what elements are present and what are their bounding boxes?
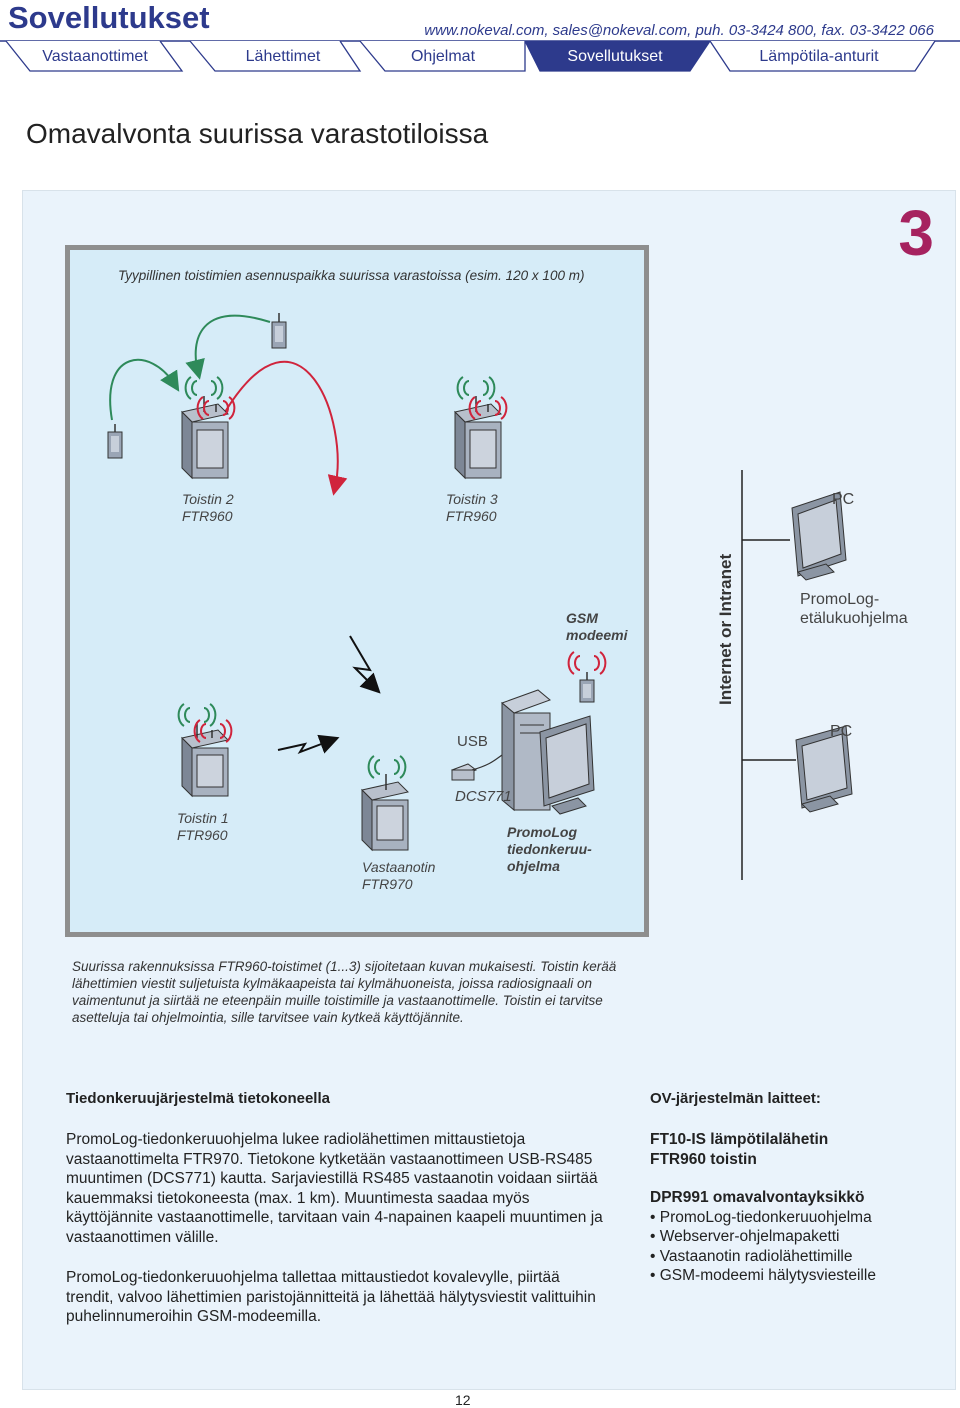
- label-repeater3-line2: FTR960: [446, 508, 497, 524]
- usb-converter: [450, 763, 478, 781]
- equipment-bullet: • Webserver-ohjelmapaketti: [650, 1228, 840, 1245]
- page-title: Omavalvonta suurissa varastotiloissa: [26, 118, 489, 149]
- equipment-item-1: FT10-IS lämpötilalähetin: [650, 1131, 829, 1148]
- tab-lahettimet[interactable]: Lähettimet: [245, 48, 321, 65]
- tab-sovellutukset-shape: [524, 40, 711, 72]
- label-repeater3: Toistin 3 FTR960: [446, 491, 498, 525]
- label-promolog-remote-line1: PromoLog-: [800, 591, 880, 608]
- lightning-arrow-2: [277, 734, 340, 754]
- repeater-2: [181, 396, 229, 480]
- label-network-text: Internet or Intranet: [716, 554, 735, 705]
- label-repeater2-line2: FTR960: [182, 508, 233, 524]
- equipment-bullet: • PromoLog-tiedonkeruuohjelma: [650, 1208, 872, 1226]
- antenna-waves: [177, 376, 607, 779]
- right-heading: OV-järjestelmän laitteet:: [650, 1090, 821, 1107]
- section-number: 3: [898, 197, 934, 269]
- tab-sovellutukset[interactable]: Sovellutukset: [567, 48, 663, 65]
- usb-cable: [471, 754, 503, 771]
- label-promolog-remote: PromoLog- etälukuohjelma: [800, 590, 908, 628]
- pc-top-monitor: [791, 491, 847, 581]
- signal-arc-3: [224, 360, 348, 496]
- equipment-bullet: • GSM-modeemi hälytysviesteille: [650, 1267, 876, 1284]
- monitor-collector: [539, 715, 595, 815]
- label-gsm-line2: modeemi: [566, 627, 628, 643]
- left-paragraph-1: PromoLog-tiedonkeruuohjelma lukee radiol…: [66, 1131, 603, 1246]
- label-gsm-line1: GSM: [566, 610, 598, 626]
- label-repeater1-line1: Toistin 1: [177, 810, 229, 826]
- tab-bar: [0, 40, 960, 72]
- tab-lampotila-anturit[interactable]: Lämpötila-anturit: [759, 48, 879, 65]
- label-promolog-collect-line3: ohjelma: [507, 858, 560, 874]
- receiver-box: [361, 774, 409, 852]
- label-promolog-remote-line2: etälukuohjelma: [800, 610, 908, 627]
- tab-lahettimet-shape: [189, 40, 362, 72]
- tab-vastaanottimet-shape: [5, 40, 184, 72]
- sensor-top: [271, 313, 287, 349]
- signal-arc-2: [185, 314, 271, 380]
- label-repeater2-line1: Toistin 2: [182, 491, 234, 507]
- pc-bottom-monitor: [795, 725, 853, 813]
- diagram-note: Suurissa rakennuksissa FTR960-toistimet …: [72, 959, 617, 1025]
- left-paragraph-2: PromoLog-tiedonkeruuohjelma tallettaa mi…: [66, 1269, 596, 1325]
- label-receiver: Vastaanotin FTR970: [362, 859, 435, 893]
- label-dcs: DCS771: [455, 788, 512, 805]
- label-pc-bottom: PC: [830, 723, 853, 740]
- label-promolog-collect-line2: tiedonkeruu-: [507, 841, 592, 857]
- label-promolog-collect-line1: PromoLog: [507, 824, 577, 840]
- contact-line: www.nokeval.com, sales@nokeval.com, puh.…: [424, 22, 934, 39]
- tab-lampotila-shape: [709, 40, 936, 72]
- gsm-modem: [579, 672, 595, 703]
- label-repeater1-line2: FTR960: [177, 827, 228, 843]
- label-repeater3-line1: Toistin 3: [446, 491, 498, 507]
- left-heading: Tiedonkeruujärjestelmä tietokoneella: [66, 1090, 330, 1107]
- repeater-1: [181, 722, 229, 798]
- equipment-bullet: • Vastaanotin radiolähettimille: [650, 1247, 853, 1265]
- label-pc-top: PC: [832, 491, 855, 508]
- diagram-frame: [65, 245, 649, 937]
- label-promolog-collect: PromoLog tiedonkeruu- ohjelma: [507, 824, 592, 875]
- repeater-3: [454, 396, 502, 480]
- tab-ohjelmat[interactable]: Ohjelmat: [410, 48, 476, 65]
- label-usb: USB: [457, 733, 488, 750]
- label-receiver-line1: Vastaanotin: [362, 859, 436, 875]
- label-repeater1: Toistin 1 FTR960: [177, 810, 229, 844]
- label-gsm: GSM modeemi: [566, 610, 627, 644]
- page-number: 12: [455, 1392, 471, 1408]
- signal-arc-1: [109, 358, 180, 421]
- equipment-item-2: FTR960 toistin: [650, 1150, 757, 1168]
- label-receiver-line2: FTR970: [362, 876, 413, 892]
- equipment-group-title: DPR991 omavalvontayksikkö: [650, 1189, 865, 1206]
- diagram-caption: Tyypillinen toistimien asennuspaikka suu…: [118, 268, 585, 283]
- spacer: [650, 1169, 940, 1188]
- label-network: Internet or Intranet: [716, 554, 735, 705]
- equipment-list: FT10-IS lämpötilalähetin FTR960 toistin …: [650, 1130, 940, 1286]
- network-diagram: [107, 313, 853, 880]
- sensor-top-left: [107, 424, 123, 459]
- brand-title: Sovellutukset: [8, 0, 210, 35]
- label-repeater2: Toistin 2 FTR960: [182, 491, 234, 525]
- lightning-arrow-1: [349, 635, 381, 694]
- tab-vastaanottimet[interactable]: Vastaanottimet: [42, 48, 148, 65]
- tab-ohjelmat-shape: [359, 40, 526, 72]
